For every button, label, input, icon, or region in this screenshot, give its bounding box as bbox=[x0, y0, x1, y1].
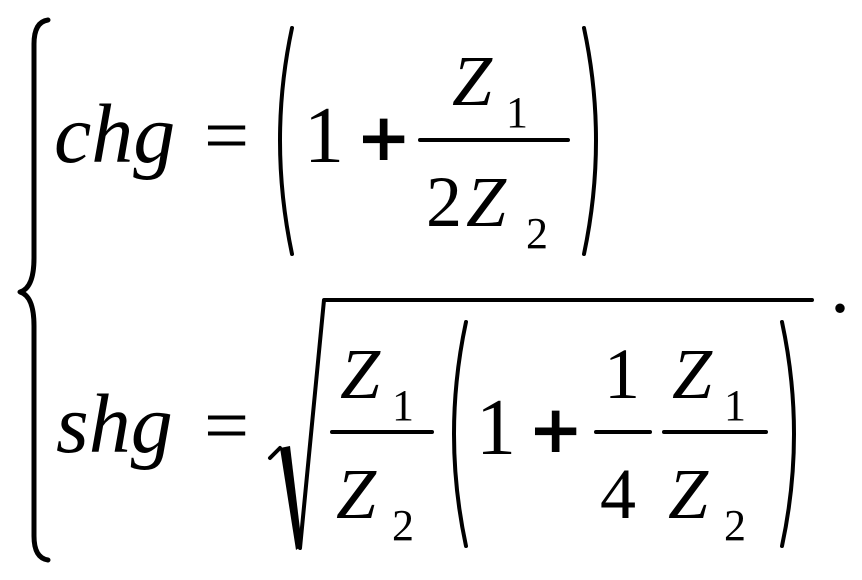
z1-outer-numerator: Z bbox=[340, 334, 381, 414]
z1-outer-numerator-sub: 1 bbox=[392, 381, 414, 430]
square-root-radical-stem bbox=[280, 446, 302, 550]
left-parenthesis-row2 bbox=[452, 320, 468, 548]
z2-outer-denominator: Z bbox=[336, 454, 377, 534]
z2-inner-denominator: Z bbox=[668, 454, 709, 534]
denominator-coef-row1: 2 bbox=[426, 162, 462, 242]
z1-inner-numerator-sub: 1 bbox=[724, 381, 746, 430]
z2-denominator-row1: Z bbox=[466, 162, 507, 242]
quarter-numerator: 1 bbox=[604, 334, 640, 414]
trailing-period: . bbox=[830, 242, 850, 330]
equation-row-shg: shg = Z 1 Z 2 1 + 1 4 Z 1 Z 2 bbox=[56, 298, 814, 550]
plus-sign-row1: + bbox=[356, 99, 411, 176]
one-row1: 1 bbox=[304, 92, 344, 180]
quarter-denominator: 4 bbox=[600, 454, 636, 534]
z2-outer-denominator-sub: 2 bbox=[392, 501, 414, 550]
shg-label: shg bbox=[56, 378, 173, 471]
z2-denominator-sub-row1: 2 bbox=[526, 209, 548, 258]
square-root-radical bbox=[268, 446, 282, 460]
square-root-radical-rise bbox=[298, 298, 814, 550]
chg-label: chg bbox=[54, 88, 175, 181]
equals-sign-row1: = bbox=[204, 92, 249, 180]
z1-numerator-row1: Z bbox=[452, 41, 493, 121]
equation-row-chg: chg = 1 + Z 1 2 Z 2 bbox=[54, 26, 598, 258]
z1-inner-numerator: Z bbox=[672, 334, 713, 414]
equals-sign-row2: = bbox=[204, 382, 249, 470]
left-curly-brace bbox=[17, 17, 51, 563]
plus-sign-row2: + bbox=[528, 391, 583, 468]
right-parenthesis-row2 bbox=[780, 320, 796, 548]
right-parenthesis-row1 bbox=[582, 26, 598, 256]
left-parenthesis-row1 bbox=[278, 26, 294, 256]
one-row2: 1 bbox=[476, 384, 516, 472]
z1-numerator-sub-row1: 1 bbox=[506, 88, 528, 137]
z2-inner-denominator-sub: 2 bbox=[724, 501, 746, 550]
